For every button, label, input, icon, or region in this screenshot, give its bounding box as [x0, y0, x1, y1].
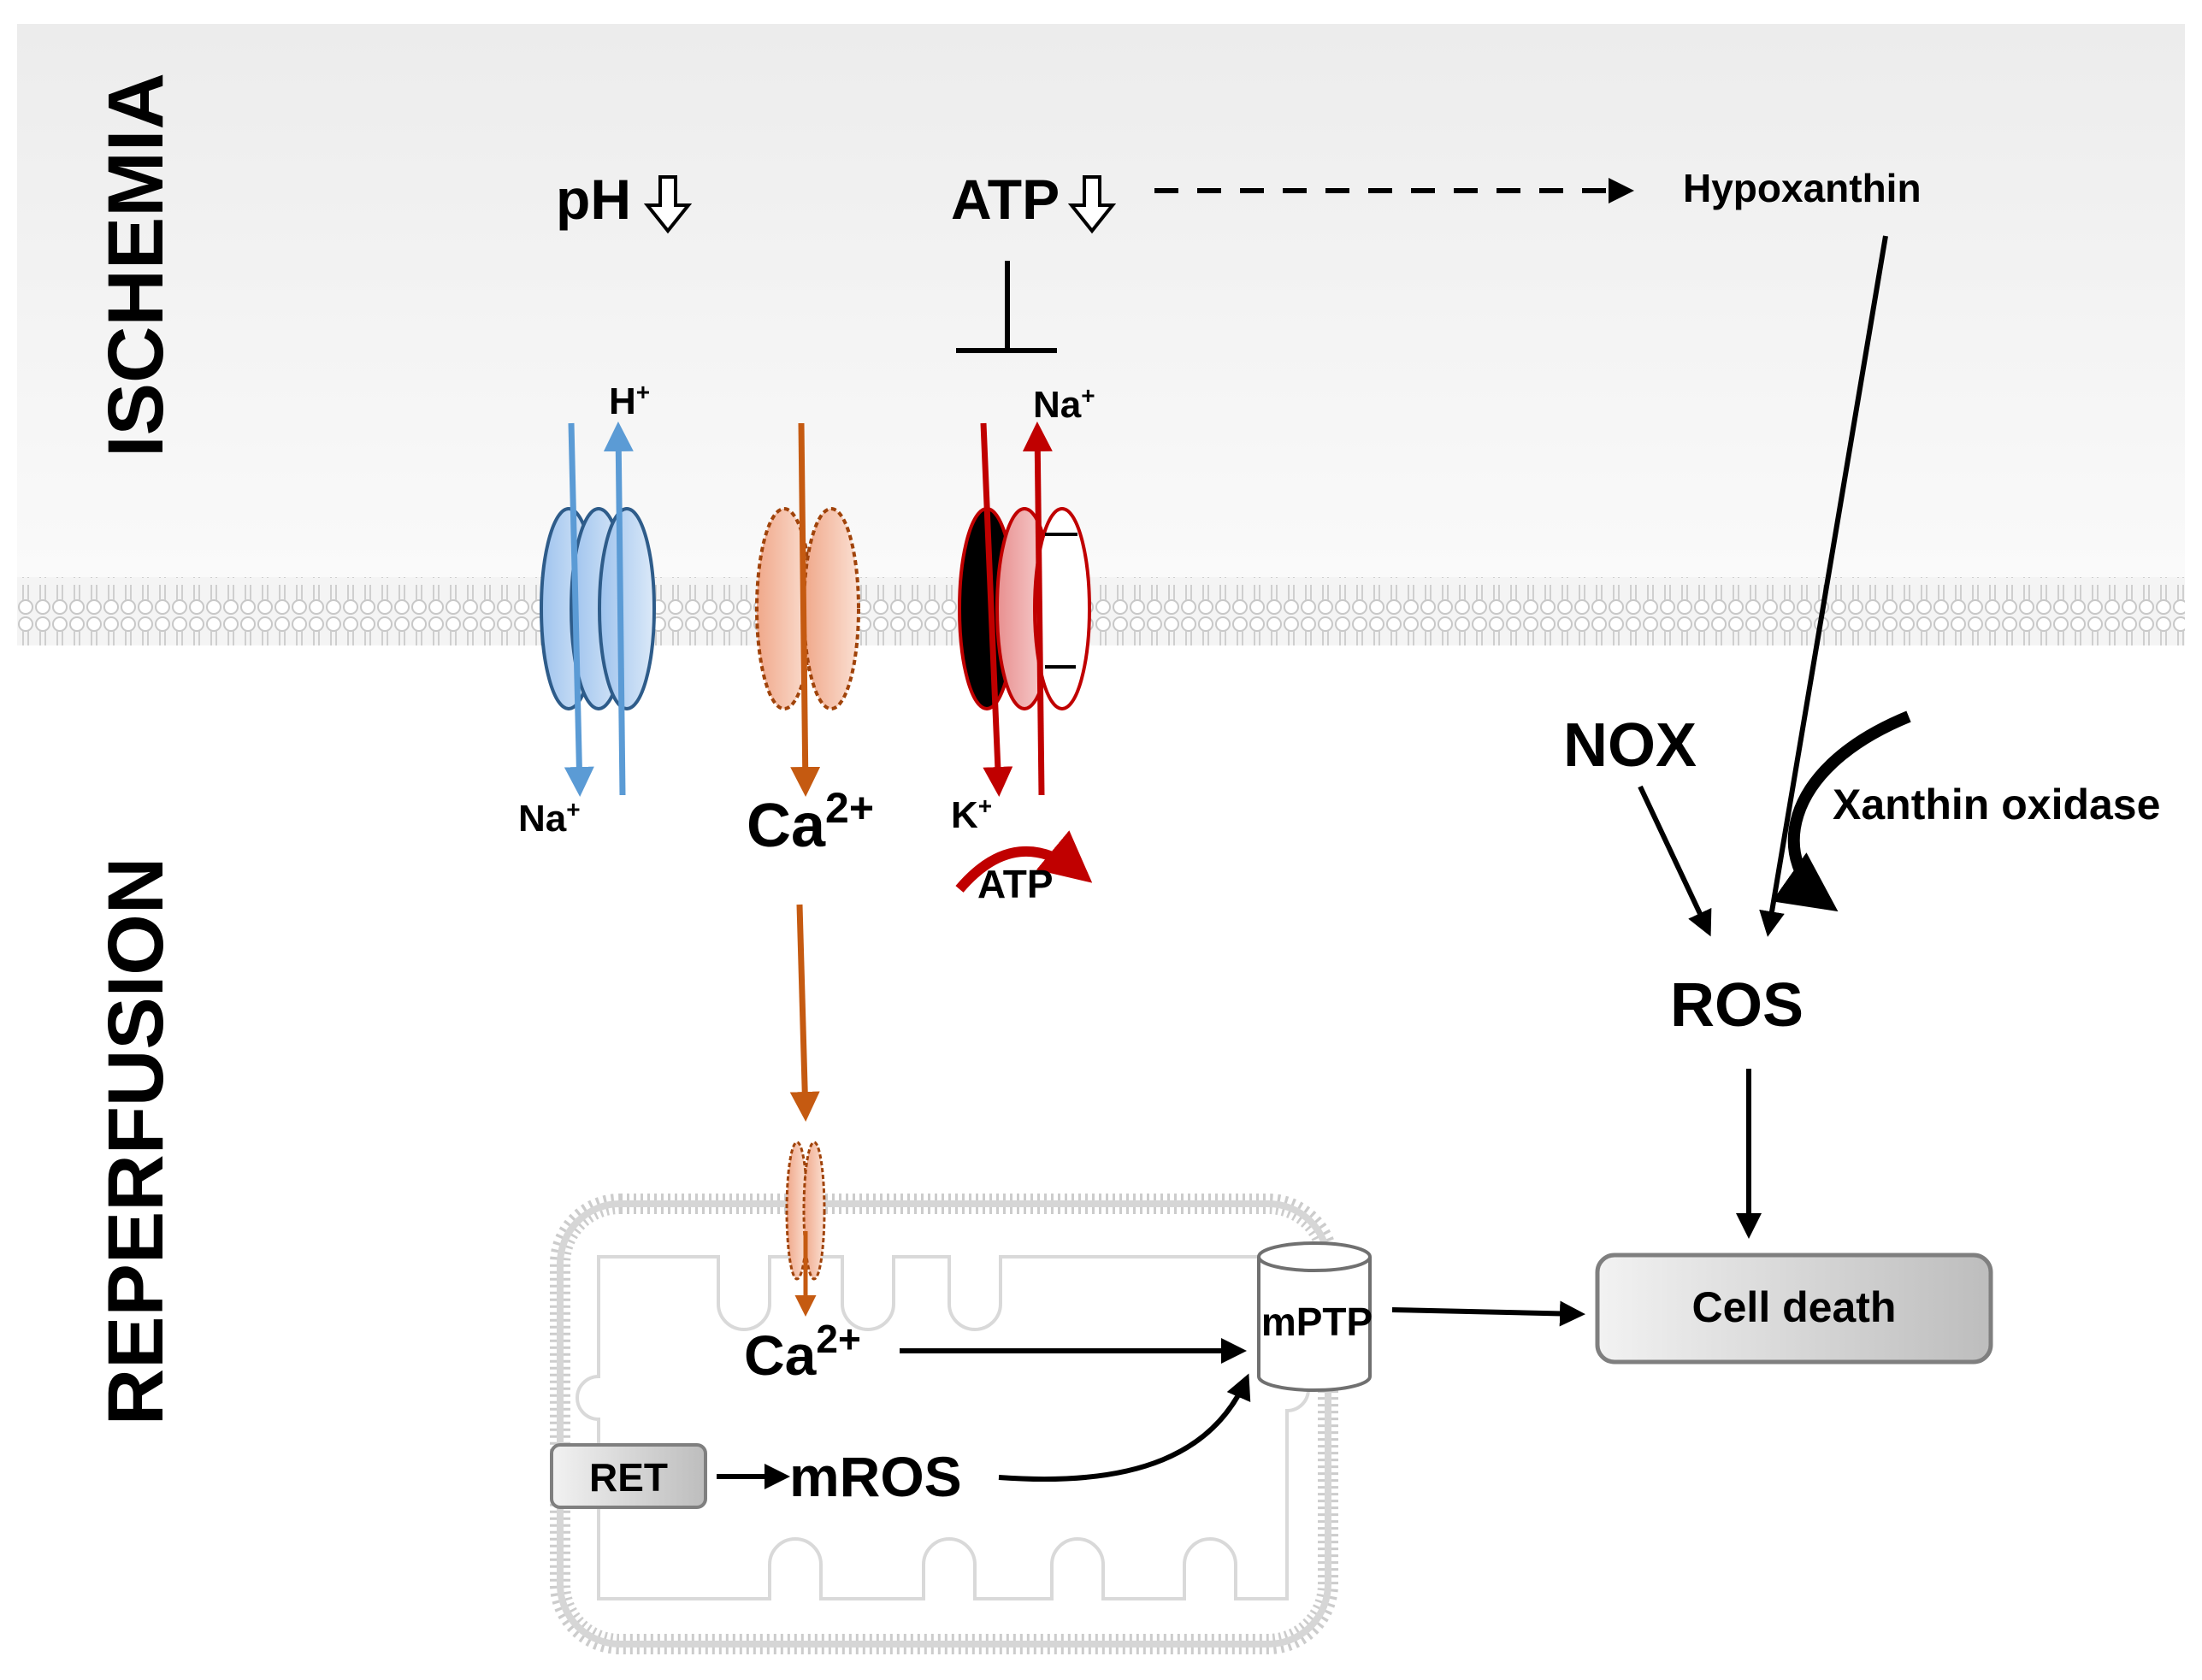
reperfusion-section-title: REPERFUSION [92, 858, 180, 1426]
calcium-ion-label-mito: Ca2+ [744, 1317, 861, 1387]
cell-death-box [1595, 1253, 1993, 1365]
xanthin-oxidase-label: Xanthin oxidase [1833, 781, 2160, 828]
ret-box [550, 1443, 707, 1509]
ret-label: RET [589, 1455, 668, 1500]
cell-death-label: Cell death [1692, 1283, 1897, 1331]
na-k-atpase-pump [958, 421, 1091, 797]
ros-label: ROS [1670, 971, 1804, 1040]
atp-label: ATP [951, 168, 1060, 231]
cell-membrane [17, 577, 2185, 645]
calcium-channel [755, 422, 860, 797]
xanthin-oxidase-curved-arrow-icon [1772, 710, 1911, 912]
atp-pump-label: ATP [977, 862, 1054, 906]
mros-to-mptp-arrow [998, 1373, 1251, 1483]
ph-label: pH [556, 168, 631, 231]
na-h-exchanger [540, 421, 656, 797]
calcium-ion-label-top: Ca2+ [747, 784, 874, 860]
mptp-pore [1257, 1241, 1372, 1392]
na-ion-label-left: Na+ [518, 796, 581, 840]
calcium-to-mitochondrion-arrow [789, 904, 820, 1122]
mros-label: mROS [789, 1445, 962, 1508]
ischemia-background [17, 24, 2185, 580]
inhibition-icon [956, 261, 1057, 353]
atp-hydrolysis-curved-arrow-icon [955, 830, 1093, 893]
nox-label: NOX [1563, 711, 1697, 780]
ischemia-section-title: ISCHEMIA [92, 73, 180, 457]
atp-down-arrow-icon [1067, 175, 1117, 234]
mitochondrion [550, 1194, 1338, 1654]
mitochondrial-calcium-channel [785, 1141, 826, 1317]
nox-to-ros-arrow [1638, 785, 1712, 937]
hypoxanthin-to-ros-arrow [1759, 235, 1888, 937]
mptp-to-cell-death-arrow [1391, 1300, 1585, 1327]
k-ion-label: K+ [951, 793, 992, 836]
hypoxanthin-label: Hypoxanthin [1683, 166, 1922, 210]
ph-down-arrow-icon [643, 175, 693, 234]
na-ion-label-pump: Na+ [1033, 382, 1095, 426]
mptp-label: mPTP [1261, 1300, 1373, 1344]
h-ion-label: H+ [609, 379, 650, 422]
